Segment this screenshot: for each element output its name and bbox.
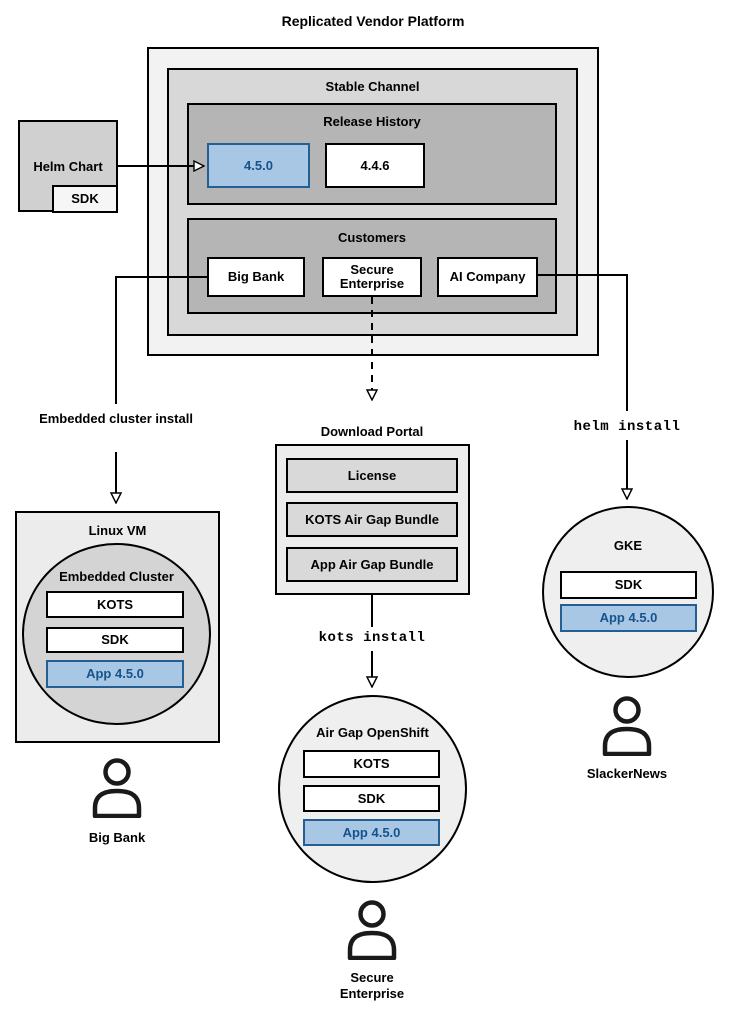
linux-vm-kots-node: KOTS [46, 591, 184, 618]
portal-item-license: License [286, 458, 458, 493]
gke-sdk-node: SDK [560, 571, 697, 599]
openshift-sdk-node: SDK [303, 785, 440, 812]
linux-vm-label: Linux VM [88, 523, 147, 538]
release-history-label: Release History [323, 114, 421, 129]
portal-item-app-bundle: App Air Gap Bundle [286, 547, 458, 582]
customer-node-secure-enterprise: Secure Enterprise [322, 257, 422, 297]
user-label-big-bank: Big Bank [88, 830, 146, 845]
kots-install-label: kots install [318, 630, 426, 646]
customer-node-big-bank: Big Bank [207, 257, 305, 297]
embedded-cluster-label: Embedded Cluster [59, 569, 174, 584]
customer-node-ai-company: AI Company [437, 257, 538, 297]
linux-vm-app-node: App 4.5.0 [46, 660, 184, 688]
linux-vm-sdk-node: SDK [46, 627, 184, 653]
user-label-secure-enterprise: Secure Enterprise [339, 970, 405, 1001]
helm-chart-sdk-node: SDK [52, 185, 118, 213]
gke-app-node: App 4.5.0 [560, 604, 697, 632]
portal-item-kots-bundle: KOTS Air Gap Bundle [286, 502, 458, 537]
airgap-openshift-label: Air Gap OpenShift [316, 725, 429, 740]
stable-channel-label: Stable Channel [325, 79, 420, 94]
user-label-slackernews: SlackerNews [586, 766, 668, 781]
user-icon [347, 900, 397, 960]
release-node-446: 4.4.6 [325, 143, 425, 188]
user-icon [602, 696, 652, 756]
customers-label: Customers [338, 230, 406, 245]
download-portal-label: Download Portal [320, 424, 424, 439]
openshift-app-node: App 4.5.0 [303, 819, 440, 846]
user-icon [92, 758, 142, 818]
helm-install-label: helm install [573, 419, 681, 435]
gke-label: GKE [613, 538, 643, 553]
diagram-title: Replicated Vendor Platform [281, 13, 465, 29]
openshift-kots-node: KOTS [303, 750, 440, 778]
embedded-cluster-install-label: Embedded cluster install [39, 411, 193, 426]
release-node-450: 4.5.0 [207, 143, 310, 188]
